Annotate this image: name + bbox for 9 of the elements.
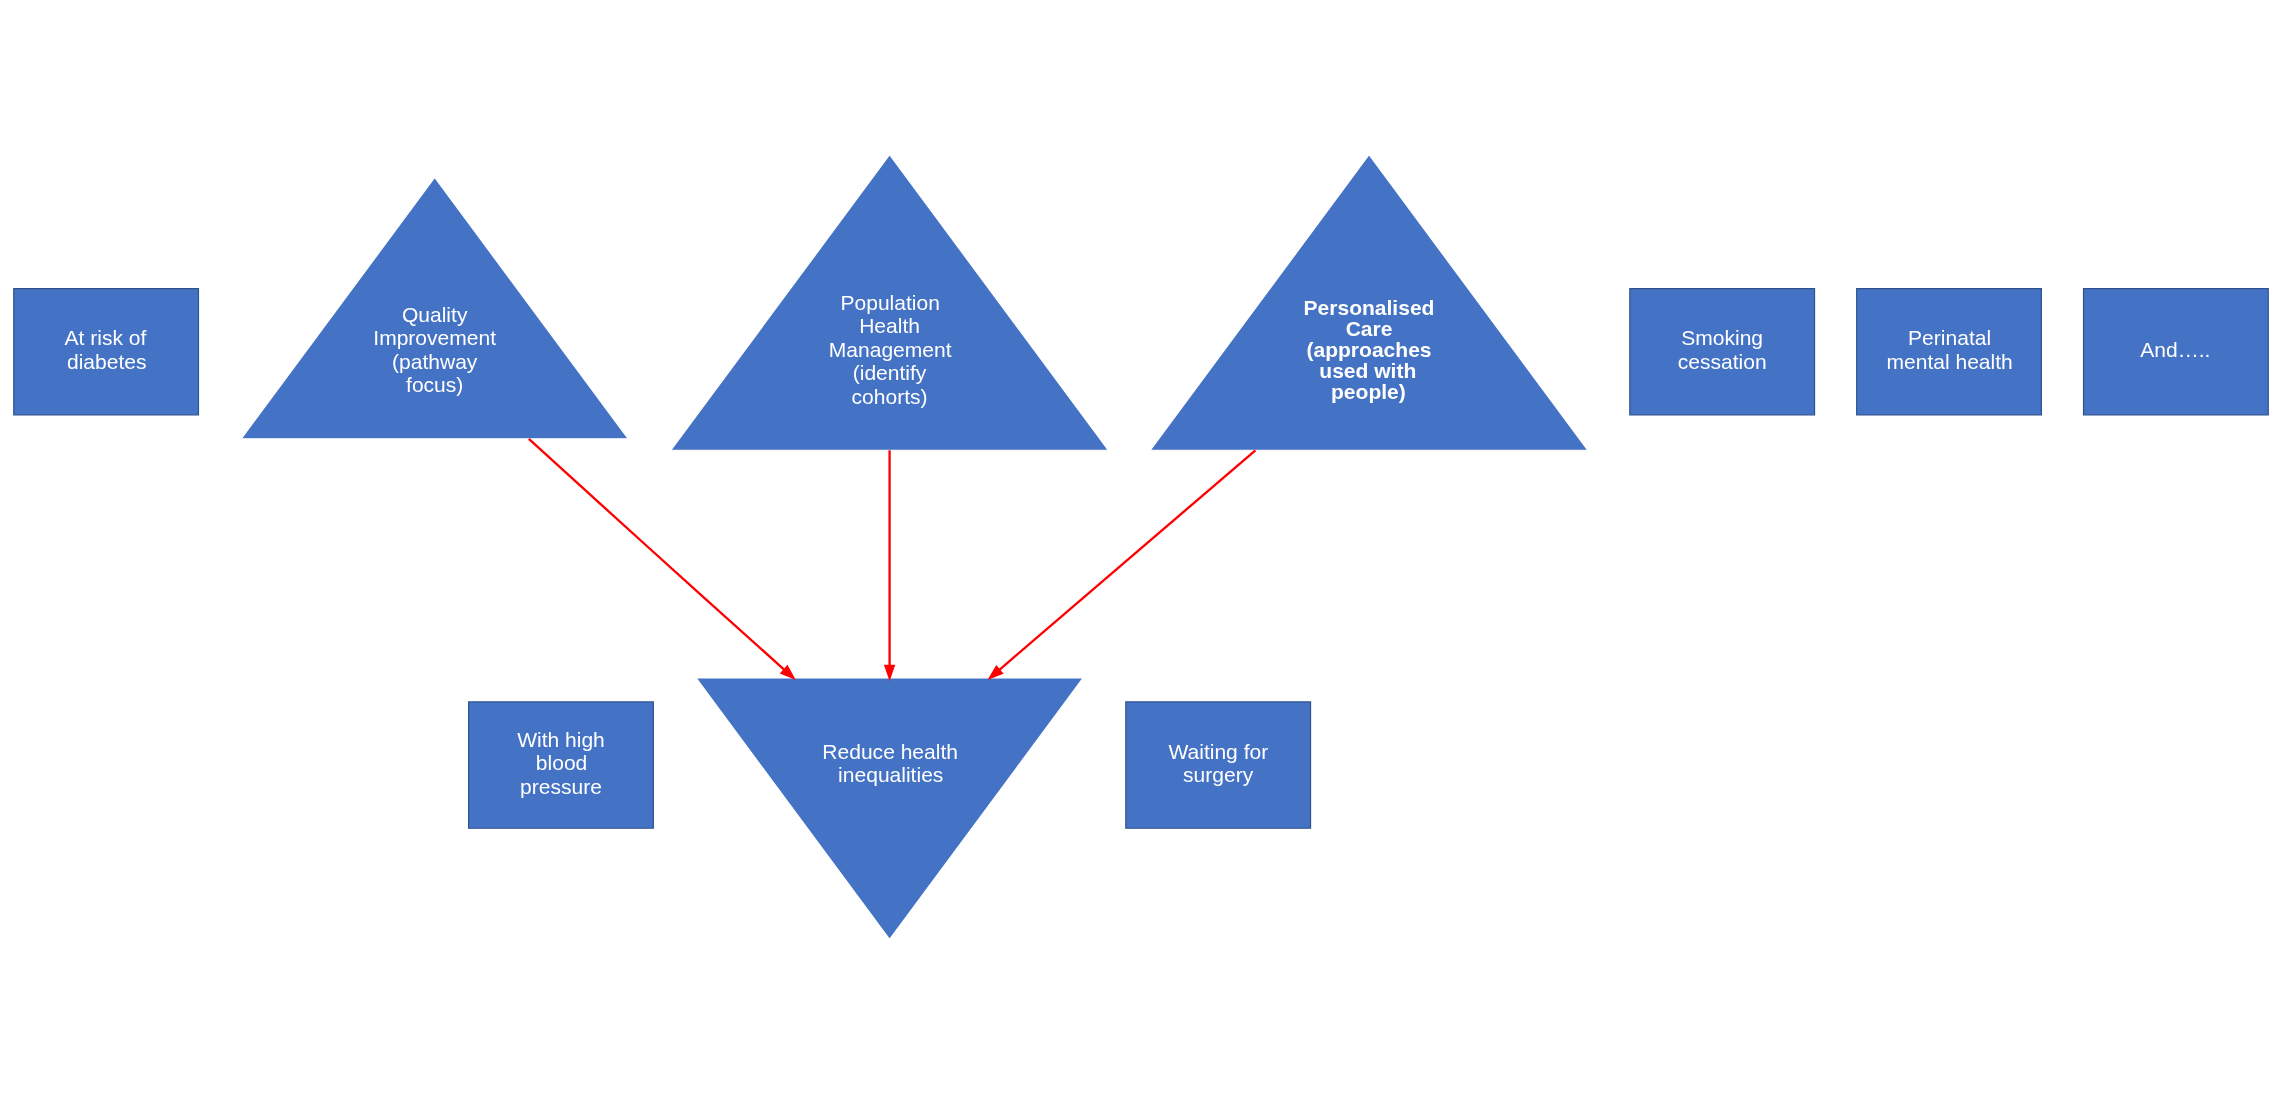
node-box: And….. <box>2082 288 2269 416</box>
node-box: Smoking cessation <box>1629 288 1816 416</box>
arrow <box>883 450 896 682</box>
arrow <box>528 437 796 681</box>
node-box: Perinatal mental health <box>1856 288 2042 416</box>
arrow <box>987 449 1257 680</box>
node-box: At risk of diabetes <box>13 288 200 416</box>
node-box: Waiting for surgery <box>1125 701 1312 829</box>
node-box: With high blood pressure <box>468 701 654 829</box>
